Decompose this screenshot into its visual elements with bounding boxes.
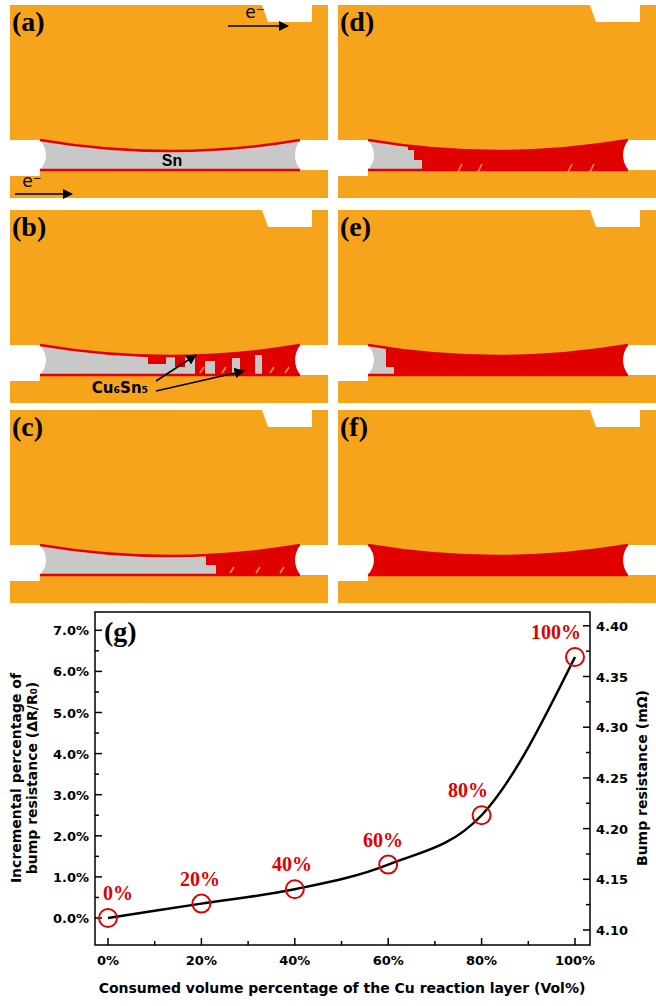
tick-label: 4.20 bbox=[596, 821, 628, 836]
data-marker bbox=[192, 895, 210, 913]
panel-e bbox=[338, 210, 656, 403]
axis-tick bbox=[387, 938, 389, 945]
axis-tick bbox=[95, 856, 99, 858]
axis-tick bbox=[583, 828, 590, 830]
tick-label: 4.15 bbox=[596, 872, 628, 887]
electron-label: e⁻ bbox=[245, 2, 264, 22]
tick-label: 80% bbox=[466, 953, 497, 968]
axis-tick bbox=[583, 625, 590, 627]
panel-f bbox=[338, 410, 656, 603]
resistance-chart bbox=[95, 612, 590, 945]
axis-tick bbox=[583, 879, 590, 881]
axis-tick bbox=[586, 701, 590, 703]
tick-label: 2.0% bbox=[53, 828, 89, 843]
axis-tick bbox=[583, 777, 590, 779]
point-label: 100% bbox=[531, 621, 581, 644]
axis-title: Incremental percentage of bump resistanc… bbox=[8, 653, 40, 903]
axis-tick bbox=[95, 630, 102, 632]
tick-label: 5.0% bbox=[53, 705, 89, 720]
axis-tick bbox=[583, 726, 590, 728]
axis-tick bbox=[95, 712, 102, 714]
tick-label: 4.40 bbox=[596, 618, 628, 633]
axis-tick bbox=[586, 803, 590, 805]
axis-tick bbox=[95, 773, 99, 775]
axis-tick bbox=[586, 650, 590, 652]
point-label: 20% bbox=[180, 868, 220, 891]
axis-tick bbox=[107, 938, 109, 945]
axis-tick bbox=[574, 938, 576, 945]
panel-label: (d) bbox=[340, 6, 374, 38]
axis-tick bbox=[481, 938, 483, 945]
point-label: 40% bbox=[272, 853, 312, 876]
data-marker bbox=[473, 806, 491, 824]
axis-tick bbox=[294, 938, 296, 945]
axis-title: Consumed volume percentage of the Cu rea… bbox=[99, 980, 586, 996]
tick-label: 4.35 bbox=[596, 669, 628, 684]
axis-tick bbox=[95, 732, 99, 734]
axis-tick bbox=[154, 941, 156, 945]
panel-label: (b) bbox=[12, 211, 46, 243]
point-label: 80% bbox=[448, 779, 488, 802]
electron-label: e⁻ bbox=[22, 171, 41, 191]
axis-tick bbox=[95, 671, 102, 673]
panel-label: (e) bbox=[340, 211, 371, 243]
axis-tick bbox=[95, 650, 99, 652]
tick-label: 3.0% bbox=[53, 787, 89, 802]
panel-label: (c) bbox=[12, 411, 43, 443]
plot-frame bbox=[95, 612, 590, 945]
point-label: 60% bbox=[363, 829, 403, 852]
tick-label: 0% bbox=[97, 953, 119, 968]
axis-tick bbox=[434, 941, 436, 945]
data-marker bbox=[566, 648, 584, 666]
tick-label: 60% bbox=[373, 953, 404, 968]
material-label: Cu₆Sn₅ bbox=[92, 379, 148, 397]
axis-tick bbox=[247, 941, 249, 945]
axis-tick bbox=[95, 897, 99, 899]
axis-tick bbox=[95, 753, 102, 755]
axis-title: Bump resistance (mΩ) bbox=[634, 690, 650, 866]
panel-d bbox=[338, 5, 656, 198]
data-marker bbox=[379, 856, 397, 874]
panel-c bbox=[10, 410, 328, 603]
tick-label: 4.30 bbox=[596, 720, 628, 735]
tick-label: 1.0% bbox=[53, 869, 89, 884]
tick-label: 4.10 bbox=[596, 923, 628, 938]
tick-label: 20% bbox=[186, 953, 217, 968]
data-marker bbox=[99, 909, 117, 927]
axis-tick bbox=[95, 835, 102, 837]
axis-tick bbox=[201, 938, 203, 945]
axis-tick bbox=[95, 815, 99, 817]
axis-tick bbox=[586, 853, 590, 855]
tick-label: 7.0% bbox=[53, 623, 89, 638]
axis-tick bbox=[95, 691, 99, 693]
axis-tick bbox=[586, 752, 590, 754]
axis-tick bbox=[528, 941, 530, 945]
tick-label: 4.0% bbox=[53, 746, 89, 761]
tick-label: 6.0% bbox=[53, 664, 89, 679]
tick-label: 0.0% bbox=[53, 911, 89, 926]
panel-label: (f) bbox=[340, 411, 368, 443]
axis-tick bbox=[583, 676, 590, 678]
axis-tick bbox=[583, 929, 590, 931]
panel-b bbox=[10, 210, 328, 403]
tick-label: 100% bbox=[555, 953, 595, 968]
tick-label: 40% bbox=[279, 953, 310, 968]
axis-tick bbox=[586, 904, 590, 906]
panel-label: (g) bbox=[104, 616, 137, 648]
material-label: Sn bbox=[162, 152, 182, 170]
panel-label: (a) bbox=[12, 6, 45, 38]
tick-label: 4.25 bbox=[596, 770, 628, 785]
data-marker bbox=[286, 880, 304, 898]
resistance-curve bbox=[108, 657, 575, 918]
axis-tick bbox=[95, 794, 102, 796]
axis-tick bbox=[341, 941, 343, 945]
point-label: 0% bbox=[103, 882, 133, 905]
panel-a bbox=[10, 5, 328, 198]
axis-tick bbox=[95, 876, 102, 878]
